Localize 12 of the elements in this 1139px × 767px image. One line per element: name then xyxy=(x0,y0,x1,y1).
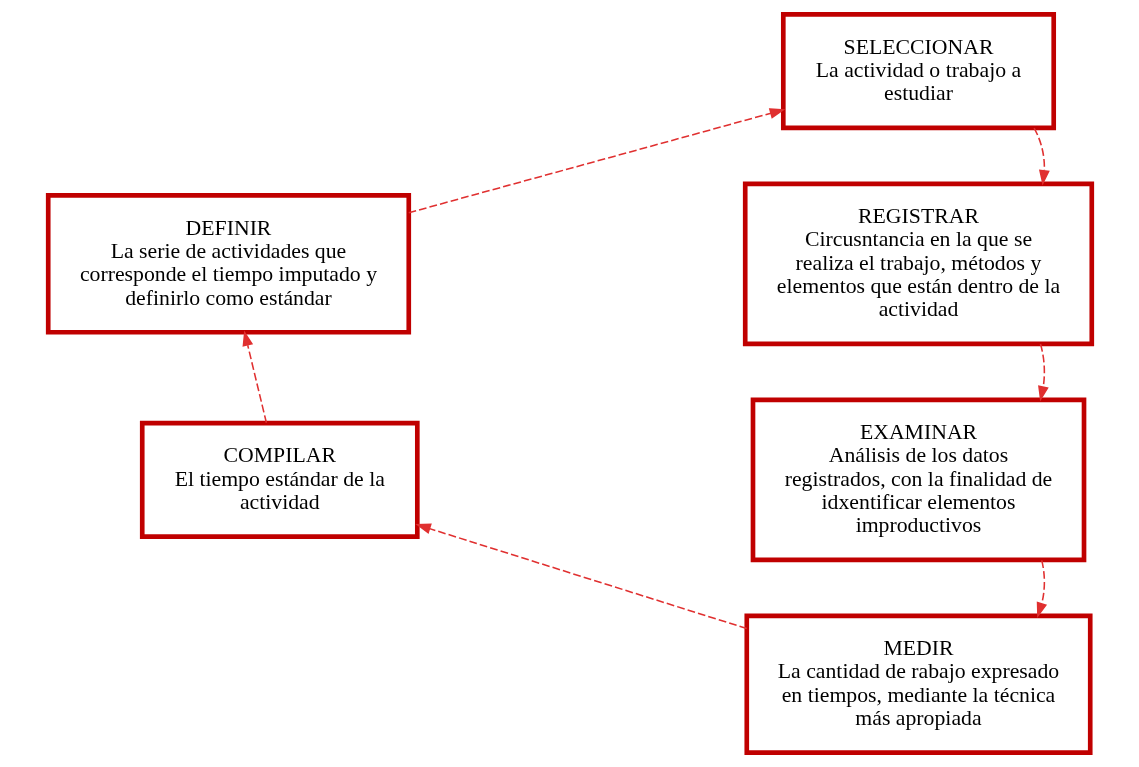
arrow xyxy=(242,330,267,424)
node-box: SELECCIONAR La actividad o trabajo a estudiar xyxy=(780,12,1056,131)
arrow xyxy=(407,108,785,214)
arrow xyxy=(1036,559,1047,618)
arrow xyxy=(414,523,748,630)
arrow xyxy=(1032,127,1050,186)
node-box: EXAMINAR Análisis de los datos registrados, con la finalidad de idxentificar elementos improductivos xyxy=(750,397,1086,563)
node-box: COMPILAR El tiempo estándar de la actividad xyxy=(139,420,420,539)
node-box: REGISTRAR Circusntancia en la que se realiza el trabajo, métodos y elementos que están dentro de la actividad xyxy=(742,181,1094,347)
node-box: MEDIR La cantidad de rabajo expresado en tiempos, mediante la técnica más apropiada xyxy=(743,613,1093,755)
arrow xyxy=(1037,343,1049,402)
node-box: DEFINIR La serie de actividades que corresponde el tiempo imputado y definirlo como estándar xyxy=(45,193,411,335)
